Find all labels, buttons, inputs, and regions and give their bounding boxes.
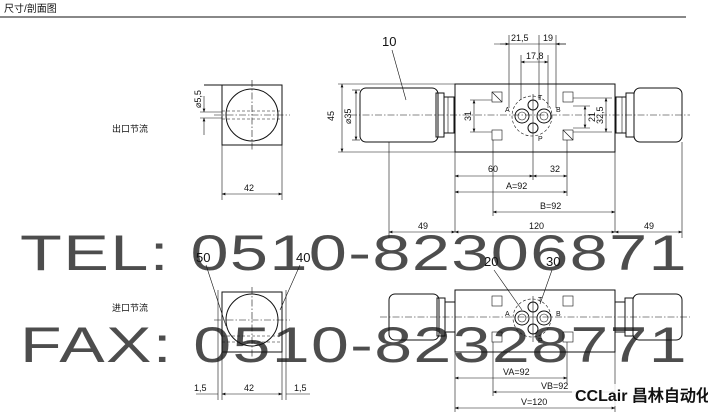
port-t-top: T [538,95,543,102]
leader-50 [205,264,227,327]
side-view-top: ⌀5,5 42 [193,80,290,200]
brand-backdrop [572,384,706,406]
port-a-bottom: A [505,311,510,318]
label-outlet-throttle: 出口节流 [112,123,148,134]
callout-30: 30 [546,254,560,269]
dim-a-92: A=92 [506,181,527,191]
dim-gap-left: 1,5 [194,383,207,393]
port-a-top: A [505,107,510,114]
dim-b-92: B=92 [540,201,561,211]
leader-30 [539,269,553,305]
brand-logo: CCLair 昌林自动化 [575,386,708,405]
section-title: 尺寸/剖面图 [4,2,57,15]
dim-v-120: V=120 [521,397,547,407]
callout-40: 40 [296,250,310,265]
dim-left-49: 49 [418,221,428,231]
dim-60: 60 [488,164,498,174]
dim-21: 21 [587,112,597,122]
label-inlet-throttle: 进口节流 [112,302,148,313]
leader-10 [391,49,407,101]
dim-mid-120: 120 [529,221,544,231]
dim-width-top: 42 [244,183,254,193]
dim-diameter-35: ⌀35 [343,109,353,124]
dim-gap-right: 1,5 [294,383,307,393]
front-view-top: A B T P 10 45 ⌀35 31 21 32,5 [326,33,690,238]
watermark-fax: FAX: 0510-82328771 [20,317,688,373]
port-p-bottom: P [538,338,543,345]
dim-21-5: 21,5 [511,33,529,43]
dim-31: 31 [463,111,473,121]
dim-19: 19 [543,33,553,43]
dim-17-8: 17,8 [526,51,544,61]
watermark-tel: TEL: 0510-82306871 [20,225,688,281]
port-p-top: P [538,136,543,143]
port-t-bottom: T [538,297,543,304]
dim-32-5: 32,5 [595,106,605,124]
leader-20 [493,269,523,311]
dim-vb-92: VB=92 [541,381,568,391]
dim-width-bottom: 42 [244,383,254,393]
callout-50: 50 [196,250,210,265]
dim-height-45: 45 [326,111,336,121]
dim-hole-diameter: ⌀5,5 [193,90,203,108]
dim-right-49: 49 [644,221,654,231]
callout-10: 10 [382,34,396,49]
port-b-top: B [556,107,561,114]
leader-40 [279,264,301,311]
dim-va-92: VA=92 [503,367,530,377]
dim-32: 32 [550,164,560,174]
callout-20: 20 [484,254,498,269]
side-view-bottom: 42 1,5 1,5 [194,287,310,400]
port-b-bottom: B [556,311,561,318]
